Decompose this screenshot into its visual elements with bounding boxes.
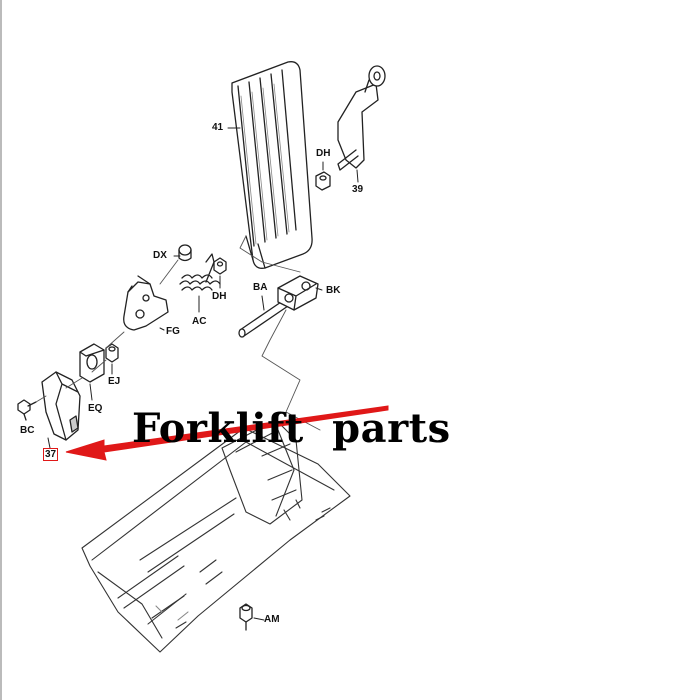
washer-ej <box>105 343 119 375</box>
bolt-am <box>239 603 265 631</box>
callout-ba: BA <box>253 282 268 293</box>
pivot-block <box>277 275 323 311</box>
nut-dh-top <box>315 161 331 191</box>
red-pointer-arrow <box>65 405 389 461</box>
floor-panel <box>81 419 351 653</box>
callout-bk: BK <box>326 285 341 296</box>
callout-ej: EJ <box>108 376 121 387</box>
callout-39: 39 <box>352 184 364 195</box>
mounting-plate-eq <box>79 343 105 401</box>
accelerator-pedal <box>227 61 313 269</box>
callout-eq: EQ <box>88 403 103 414</box>
pedal-stop-bracket <box>337 65 386 183</box>
bolt-bc <box>17 399 37 421</box>
reference-lines <box>35 235 321 431</box>
return-spring <box>179 253 221 313</box>
bolt-dx <box>173 244 192 262</box>
watermark-text: Forklift parts <box>132 405 451 452</box>
accelerator-sensor <box>41 371 81 449</box>
left-border-line <box>0 0 2 700</box>
callout-dh-middle: DH <box>212 291 227 302</box>
callout-37-highlighted: 37 <box>43 448 59 461</box>
sensor-bracket-fg <box>123 275 169 331</box>
callout-41: 41 <box>212 122 224 133</box>
callout-bc: BC <box>20 425 35 436</box>
pivot-pin <box>238 295 289 338</box>
callout-am: AM <box>264 614 280 625</box>
callout-fg: FG <box>166 326 180 337</box>
callout-dx: DX <box>153 250 167 261</box>
callout-dh-top: DH <box>316 148 331 159</box>
callout-ac: AC <box>192 316 207 327</box>
nut-dh-middle <box>213 257 227 289</box>
